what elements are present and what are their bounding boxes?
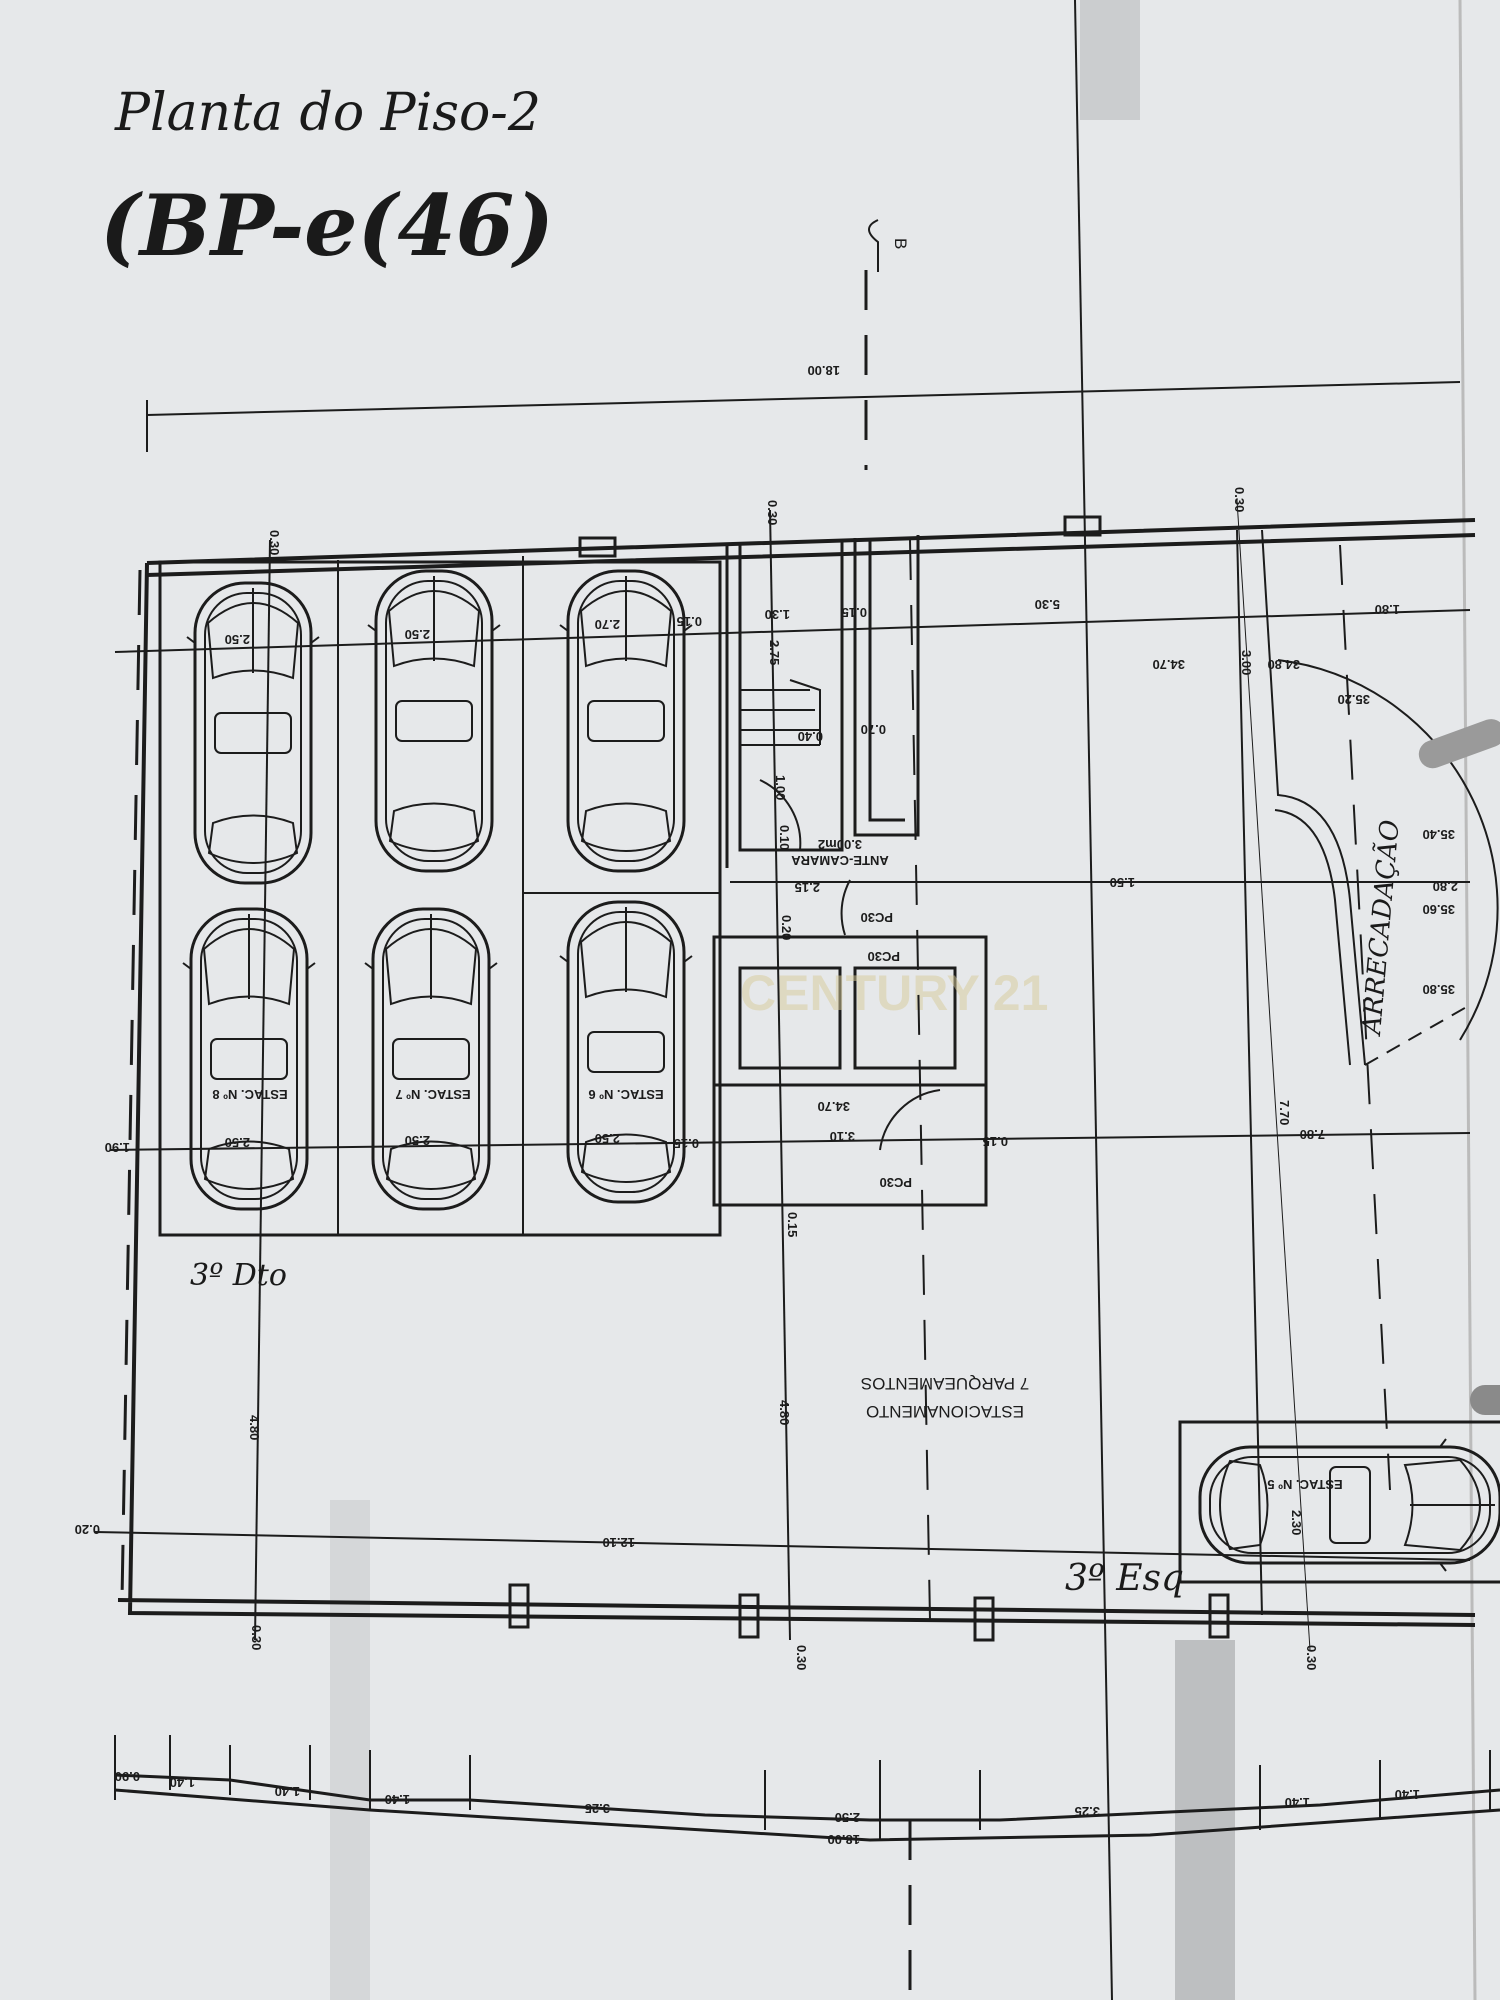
dim: 0.30: [765, 500, 780, 525]
handwritten-title: Planta do Piso-2: [114, 83, 541, 143]
bottom-dimension-chain: [114, 1773, 1500, 1822]
car-icon: [363, 907, 499, 1211]
stall-label-5: ESTAC. Nº 5: [1267, 1477, 1342, 1492]
dim: 1.80: [1375, 602, 1400, 617]
dim: 0.90: [115, 1769, 140, 1784]
dim: 4.80: [247, 1415, 262, 1440]
dim: 7.70: [1277, 1100, 1292, 1125]
dim: 3.10: [830, 1129, 855, 1144]
ramp-level: 35.80: [1422, 982, 1455, 997]
dim: 0.15: [983, 1134, 1008, 1149]
dim: 2.50: [405, 627, 430, 642]
dim: 1.40: [385, 1792, 410, 1807]
dim: 1.40: [1395, 1787, 1420, 1802]
handwritten-code: (BP-e(46): [100, 176, 554, 275]
dim: 2.50: [225, 632, 250, 647]
car-icon: [366, 569, 502, 873]
dim: 0.30: [249, 1625, 264, 1650]
dim: 2.50: [835, 1810, 860, 1825]
watermark: CENTURY 21: [740, 965, 1048, 1021]
area-label-line2: ESTACIONAMENTO: [866, 1402, 1024, 1421]
dim: 12.10: [602, 1535, 635, 1550]
dim: 0.20: [75, 1522, 100, 1537]
dim: 2.70: [595, 617, 620, 632]
dim: 2.15: [795, 880, 820, 895]
elevation-core: 34.70: [817, 1099, 850, 1114]
dim: 2.80: [1433, 879, 1458, 894]
dim: 1.40: [1285, 1795, 1310, 1810]
dim: 2.50: [405, 1133, 430, 1148]
outer-wall: [146, 518, 1476, 577]
car-icon: [181, 907, 317, 1211]
ramp-label: ARRECADAÇÃO: [1355, 818, 1406, 1037]
dim: 2.50: [595, 1131, 620, 1146]
ramp-level: 35.40: [1422, 827, 1455, 842]
handwritten-note: 3º Esq: [1065, 1558, 1184, 1599]
dim: 1.40: [275, 1784, 300, 1799]
antecamara-label: ANTE-CAMARA: [791, 853, 889, 868]
dim: 0.20: [779, 915, 794, 940]
dim: 0.10: [777, 825, 792, 850]
pc-label: PC30: [867, 949, 900, 964]
dim: 0.70: [861, 722, 886, 737]
dim: 1.90: [105, 1140, 130, 1155]
handwritten-note: 3º Dto: [190, 1258, 287, 1293]
dim: 0.15: [785, 1212, 800, 1237]
parking-stalls: [158, 560, 722, 1237]
antecamara-area: 3.00m2: [818, 837, 862, 852]
dim: 1.00: [773, 775, 788, 800]
elevator-core: [712, 935, 988, 1207]
pc-label: PC30: [879, 1175, 912, 1190]
binder-clip-icon: [1418, 719, 1500, 1415]
dim: 4.80: [777, 1400, 792, 1425]
dim: 0.30: [794, 1645, 809, 1670]
dim: 3.00: [1239, 650, 1254, 675]
dim: 3.25: [1075, 1804, 1100, 1819]
area-label-line1: 7 PARQUEAMENTOS: [861, 1374, 1029, 1393]
dim-overall-top: 18.00: [807, 363, 840, 378]
ramp-level: 35.20: [1337, 692, 1370, 707]
dim: 0.30: [1232, 487, 1247, 512]
section-marker: B: [891, 238, 910, 249]
dim: 1.30: [765, 607, 790, 622]
car-icon: [558, 569, 694, 873]
stall-label-8: ESTAC. Nº 8: [212, 1087, 287, 1102]
elevation-right: 34.70: [1152, 657, 1185, 672]
dim: 3.25: [585, 1801, 610, 1816]
scan-noise-strip: [1080, 0, 1140, 120]
dim: 0.15: [677, 614, 702, 629]
dim-overall-bottom: 18.00: [827, 1832, 860, 1847]
dim: 1.40: [170, 1775, 195, 1790]
car-icon: [185, 581, 321, 885]
dim: 0.15: [674, 1136, 699, 1151]
pc-label: PC30: [860, 910, 893, 925]
ramp-level: 35.60: [1422, 902, 1455, 917]
dim: 2.50: [225, 1135, 250, 1150]
scan-noise-strip: [1175, 1640, 1235, 2000]
stall-label-6: ESTAC. Nº 6: [588, 1087, 663, 1102]
dim: 0.15: [842, 605, 867, 620]
car-icon: [1198, 1437, 1500, 1573]
dim: 1.50: [1110, 875, 1135, 890]
stall-label-7: ESTAC. Nº 7: [395, 1087, 470, 1102]
dim: 0.30: [267, 530, 282, 555]
dim: 0.30: [1304, 1645, 1319, 1670]
stall-5: [1178, 1420, 1500, 1584]
dim: 2.30: [1289, 1510, 1304, 1535]
dim: 0.40: [798, 729, 823, 744]
dim: 2.75: [767, 640, 782, 665]
car-icon: [558, 900, 694, 1204]
dim: 7.80: [1300, 1127, 1325, 1142]
ramp-level: 34.80: [1267, 657, 1300, 672]
scan-noise-strip: [330, 1500, 370, 2000]
dim: 5.30: [1035, 597, 1060, 612]
